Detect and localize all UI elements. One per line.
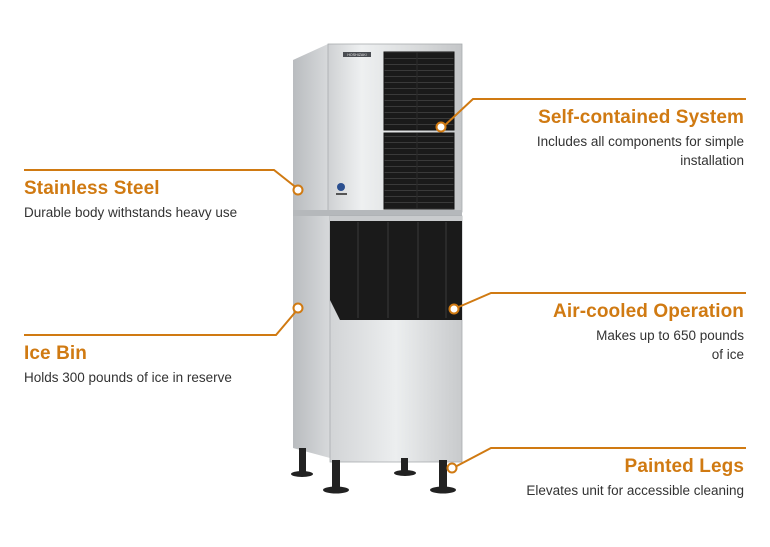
brand-plate	[343, 52, 371, 57]
callout-desc-line: Elevates unit for accessible cleaning	[526, 483, 744, 498]
machine-ice-bin	[293, 215, 463, 463]
callout-desc-line: Makes up to 650 pounds	[596, 328, 744, 343]
callout-dot-stainless-steel	[292, 184, 304, 196]
callout-title: Self-contained System	[538, 107, 744, 128]
callout-dot-air-cooled	[448, 303, 460, 315]
bin-door	[330, 219, 462, 320]
callout-title: Air-cooled Operation	[553, 301, 744, 322]
callout-title: Painted Legs	[624, 456, 744, 477]
callout-dot-painted-legs	[446, 462, 458, 474]
callout-desc-line: of ice	[711, 347, 744, 362]
callout-dot-ice-bin	[292, 302, 304, 314]
callout-desc-line: Includes all components for simple	[536, 134, 744, 149]
callout-air-cooled: Air-cooled Operation Makes up to 650 pou…	[484, 301, 744, 364]
callout-desc-line: Holds 300 pounds of ice in reserve	[24, 370, 232, 385]
callout-desc-line: Durable body withstands heavy use	[24, 205, 238, 220]
brand-plate-text: HOSHIZAKI	[347, 53, 366, 57]
callout-dot-self-contained	[435, 121, 447, 133]
callout-ice-bin: Ice Bin Holds 300 pounds of ice in reser…	[24, 343, 284, 387]
machine-legs	[291, 448, 456, 494]
vent-grille-lower	[383, 132, 455, 210]
callout-desc-line: installation	[680, 153, 744, 168]
callout-title: Stainless Steel	[24, 178, 160, 199]
callout-painted-legs: Painted Legs Elevates unit for accessibl…	[464, 456, 744, 500]
callout-title: Ice Bin	[24, 343, 87, 364]
callout-stainless-steel: Stainless Steel Durable body withstands …	[24, 178, 284, 222]
vent-grille-upper	[383, 51, 455, 131]
logo-badge-icon	[337, 183, 345, 191]
callout-self-contained: Self-contained System Includes all compo…	[464, 107, 744, 170]
callout-leader-lines	[24, 98, 746, 469]
callout-dots	[292, 121, 460, 474]
